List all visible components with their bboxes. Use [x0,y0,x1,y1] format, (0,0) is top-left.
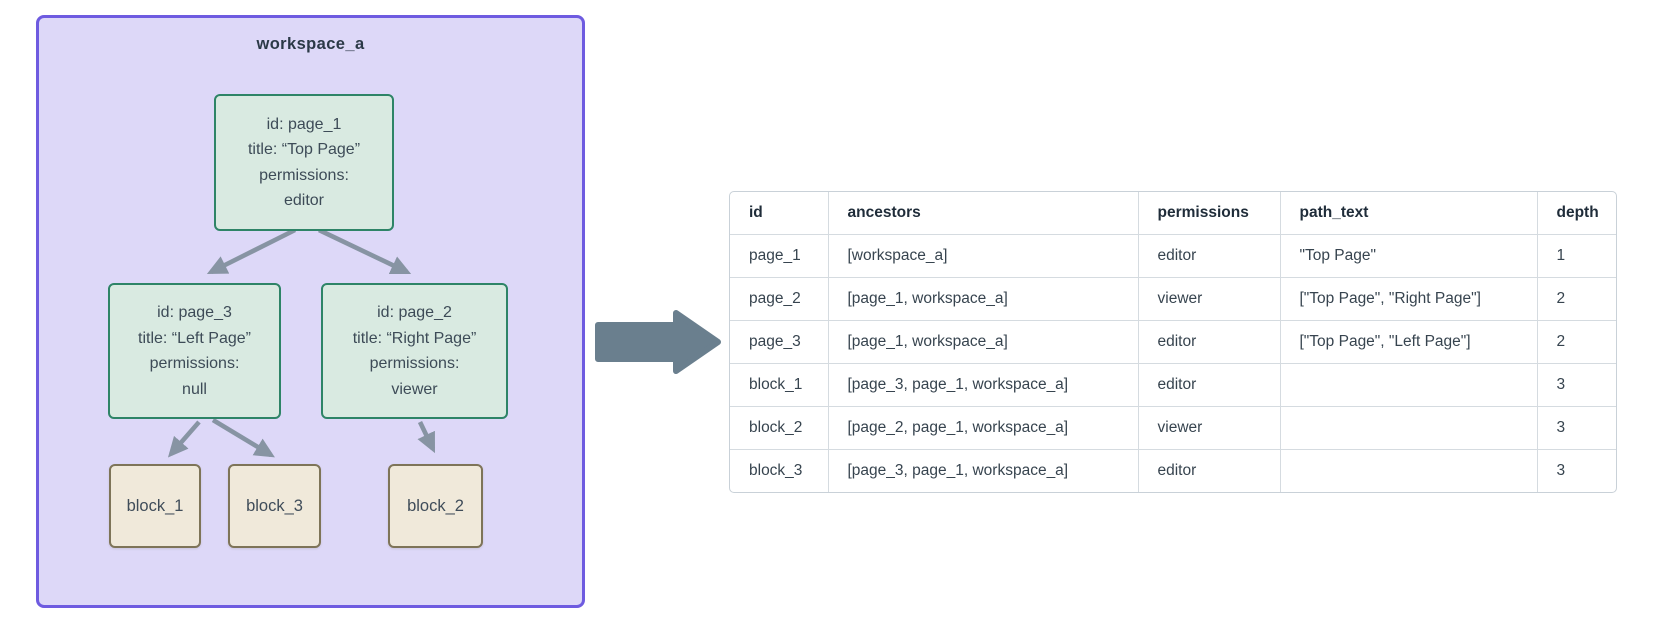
table-cell: viewer [1138,406,1281,450]
table-cell: editor [1138,363,1281,407]
table-cell: [page_2, page_1, workspace_a] [828,406,1139,450]
block-label: block_3 [246,496,303,515]
workspace-container: workspace_a id: page_1 title: “Top Page”… [36,15,585,608]
table-cell: 3 [1556,461,1566,479]
node-line: permissions: [149,355,240,372]
node-line: viewer [391,380,438,398]
table-cell: block_1 [730,363,829,407]
table-cell: [page_3, page_1, workspace_a] [828,449,1139,492]
table-cell: viewer [1138,277,1281,321]
node-line: permissions: [259,166,349,184]
node-line: permissions: [369,355,460,372]
table-cell: page_2 [730,277,829,321]
table-row: page_3 [page_1, workspace_a] editor ["To… [730,320,1616,364]
node-line: editor [283,192,325,209]
table-cell: 3 [1537,363,1616,407]
table-row: page_2 [page_1, workspace_a] viewer ["To… [730,277,1616,321]
table-cell: [page_1, workspace_a] [828,320,1139,364]
node-line: id: page_1 [266,115,342,133]
table-header-row: id ancestors permissions path_text depth [730,192,1616,235]
table-cell: ["Top Page", "Right Page"] [1280,277,1538,321]
table-cell: editor [1138,449,1281,492]
node-line: id: page_3 [157,304,232,321]
edge-page1-page2 [318,227,412,275]
block-label: block_2 [407,496,464,515]
column-header-id: id [730,192,829,235]
node-page-1: id: page_1 title: “Top Page” permissions… [214,94,394,231]
block-label: block_1 [126,496,184,515]
column-header-permissions: permissions [1138,192,1281,235]
table-cell: "Top Page" [1280,234,1538,278]
table-cell: page_1 [730,234,829,278]
column-header-path-text: path_text [1280,192,1538,235]
table-cell: ["Top Page", "Left Page"] [1280,320,1538,364]
edge-page3-block1 [167,420,201,458]
table-cell [1280,363,1538,407]
table-cell: block_2 [730,406,829,450]
node-block-3: block_3 [228,464,321,548]
node-line: null [182,380,207,398]
table-cell: page_3 [730,320,829,364]
node-line: title: “Top Page” [247,141,361,158]
result-table-wrap: id ancestors permissions path_text depth… [729,191,1617,493]
table-cell: editor [1138,320,1281,364]
workspace-title: workspace_a [256,35,365,53]
transform-arrow-icon [595,310,721,374]
table-row: page_1 [workspace_a] editor "Top Page" 1 [730,234,1616,278]
table-cell: block_3 [730,449,829,492]
node-block-2: block_2 [388,464,483,548]
column-header-depth: depth [1537,192,1616,235]
node-block-1: block_1 [109,464,201,548]
table-row: block_2 [page_2, page_1, workspace_a] vi… [730,406,1616,450]
node-line: title: “Left Page” [138,329,251,347]
table-cell: editor [1138,234,1281,278]
table-row: block_1 [page_3, page_1, workspace_a] ed… [730,363,1616,407]
edge-page1-page3 [206,227,297,275]
table-cell: 1 [1537,234,1616,278]
column-header-ancestors: ancestors [828,192,1139,235]
table-row: block_3 [page_3, page_1, workspace_a] ed… [730,449,1616,492]
table-cell: 2 [1537,320,1616,364]
node-line: title: “Right Page” [352,329,477,347]
node-page-2: id: page_2 title: “Right Page” permissio… [321,283,508,419]
table-cell: 3 [1537,406,1616,450]
table-cell: [page_1, workspace_a] [828,277,1139,321]
edge-page3-block3 [211,418,275,458]
table-cell: [workspace_a] [828,234,1139,278]
node-line: id: page_2 [377,304,452,321]
table-cell [1280,449,1538,492]
node-page-3: id: page_3 title: “Left Page” permission… [108,283,281,419]
table-cell: 2 [1537,277,1616,321]
table-cell: [page_3, page_1, workspace_a] [828,363,1139,407]
edge-page2-block2 [417,421,436,454]
table-cell [1280,406,1538,450]
result-table: id ancestors permissions path_text depth… [730,192,1616,492]
